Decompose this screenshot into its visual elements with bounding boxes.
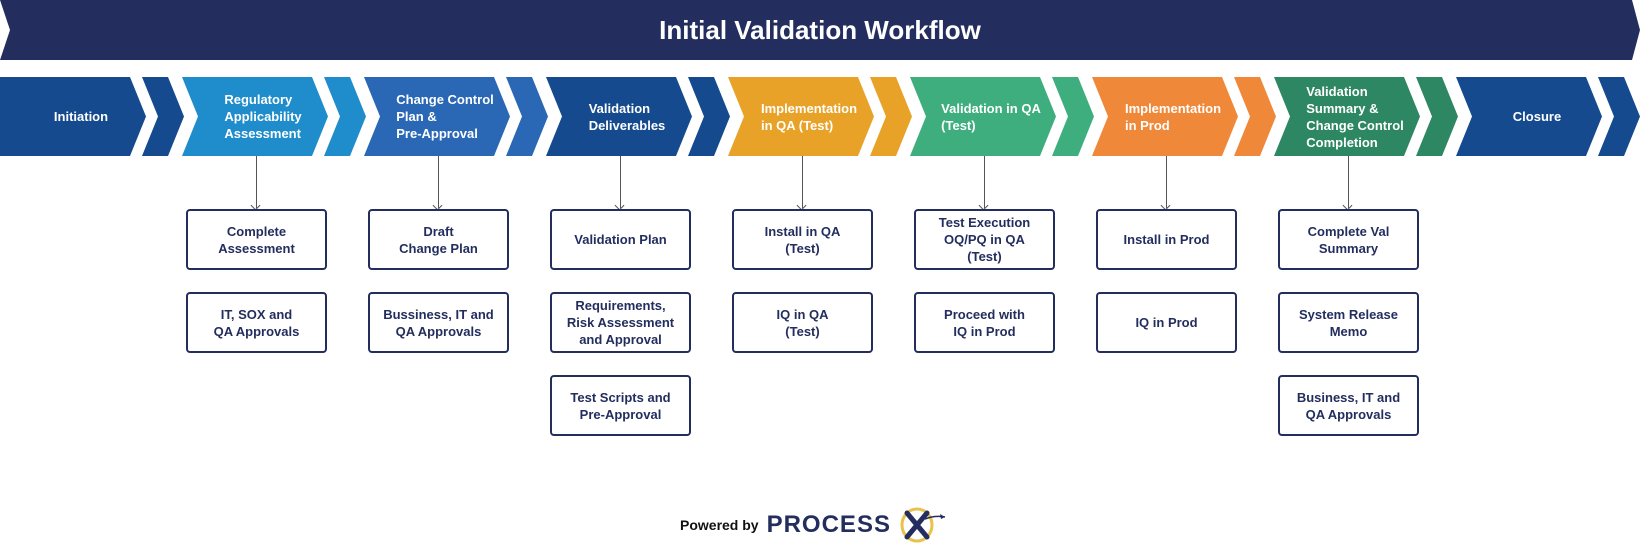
task-label: Install in Prod — [1123, 232, 1210, 247]
chevron-arrow-icon — [364, 77, 548, 156]
stage-label: Initiation — [53, 109, 109, 124]
task-label: Bussiness, IT and QA Approvals — [383, 306, 494, 339]
task-label: Test Scripts and Pre-Approval — [570, 389, 671, 422]
stage-chevron: Validation Deliverables — [546, 77, 732, 156]
task-box: Complete Val Summary — [1278, 209, 1419, 270]
process-x-logo-icon — [900, 507, 946, 543]
task-box: Bussiness, IT and QA Approvals — [368, 292, 509, 353]
task-label: IQ in QA (Test) — [776, 306, 829, 339]
down-arrow-connector — [256, 156, 257, 208]
stage-chevron: Validation in QA (Test) — [910, 77, 1096, 156]
task-box: Proceed with IQ in Prod — [914, 292, 1055, 353]
down-arrow-connector — [1166, 156, 1167, 208]
stage-chevron: Implementation in Prod — [1092, 77, 1278, 156]
stage-chevron: Closure — [1456, 77, 1640, 156]
stage-label-wrap: Implementation in QA (Test) — [744, 77, 874, 156]
footer: Powered by PROCESS — [680, 505, 947, 545]
task-label: Requirements, Risk Assessment and Approv… — [566, 298, 675, 347]
stage-label-wrap: Closure — [1472, 77, 1602, 156]
task-label: System Release Memo — [1298, 306, 1398, 339]
chevron-arrow-icon — [1092, 77, 1276, 156]
stage-label: Implementation in QA (Test) — [760, 100, 858, 133]
stage-chevron: Initiation — [0, 77, 186, 156]
task-label: IQ in Prod — [1135, 315, 1198, 330]
task-label: Test Execution OQ/PQ in QA (Test) — [938, 215, 1031, 264]
task-box: Validation Plan — [550, 209, 691, 270]
stage-label: Implementation in Prod — [1124, 100, 1222, 133]
task-label: Complete Assessment — [218, 223, 295, 256]
task-box: IT, SOX and QA Approvals — [186, 292, 327, 353]
task-box: IQ in QA (Test) — [732, 292, 873, 353]
task-label: Complete Val Summary — [1307, 223, 1390, 256]
task-label: Install in QA (Test) — [764, 223, 841, 256]
chevron-arrow-icon — [182, 77, 366, 156]
powered-by-label: Powered by — [680, 517, 759, 533]
stage-label: Validation Summary & Change Control Comp… — [1306, 83, 1404, 150]
task-box: System Release Memo — [1278, 292, 1419, 353]
stage-label: Validation in QA (Test) — [941, 100, 1041, 133]
stage-chevron: Regulatory Applicability Assessment — [182, 77, 368, 156]
task-box: Install in QA (Test) — [732, 209, 873, 270]
stage-label-wrap: Validation Summary & Change Control Comp… — [1290, 77, 1420, 156]
page-title: Initial Validation Workflow — [659, 15, 981, 45]
stage-label-wrap: Initiation — [16, 77, 146, 156]
stage-label-wrap: Change Control Plan & Pre-Approval — [380, 77, 510, 156]
chevron-arrow-icon — [546, 77, 730, 156]
stage-label: Closure — [1512, 109, 1562, 124]
stage-label-wrap: Regulatory Applicability Assessment — [198, 77, 328, 156]
down-arrow-connector — [984, 156, 985, 208]
chevron-arrow-icon — [1274, 77, 1458, 156]
stage-label-wrap: Validation in QA (Test) — [926, 77, 1056, 156]
task-box: Install in Prod — [1096, 209, 1237, 270]
stage-label-wrap: Validation Deliverables — [562, 77, 692, 156]
task-label: Draft Change Plan — [399, 223, 478, 256]
task-box: Draft Change Plan — [368, 209, 509, 270]
chevron-arrow-icon — [1456, 77, 1640, 156]
chevron-arrow-icon — [728, 77, 912, 156]
stage-label: Change Control Plan & Pre-Approval — [396, 92, 494, 141]
stage-chevron: Validation Summary & Change Control Comp… — [1274, 77, 1460, 156]
stage-label: Regulatory Applicability Assessment — [224, 92, 302, 141]
task-box: Test Scripts and Pre-Approval — [550, 375, 691, 436]
task-box: Test Execution OQ/PQ in QA (Test) — [914, 209, 1055, 270]
task-box: Requirements, Risk Assessment and Approv… — [550, 292, 691, 353]
down-arrow-connector — [620, 156, 621, 208]
task-label: Proceed with IQ in Prod — [944, 306, 1025, 339]
title-banner — [0, 0, 1640, 60]
task-label: Validation Plan — [574, 232, 667, 247]
down-arrow-connector — [802, 156, 803, 208]
task-label: Business, IT and QA Approvals — [1296, 389, 1401, 422]
task-label: IT, SOX and QA Approvals — [213, 306, 300, 339]
stage-chevron: Change Control Plan & Pre-Approval — [364, 77, 550, 156]
down-arrow-connector — [438, 156, 439, 208]
task-box: Complete Assessment — [186, 209, 327, 270]
task-box: Business, IT and QA Approvals — [1278, 375, 1419, 436]
stage-chevron: Implementation in QA (Test) — [728, 77, 914, 156]
chevron-arrow-icon — [910, 77, 1094, 156]
brand-logo-text: PROCESS — [766, 511, 891, 538]
stage-label-wrap: Implementation in Prod — [1108, 77, 1238, 156]
task-box: IQ in Prod — [1096, 292, 1237, 353]
stage-label: Validation Deliverables — [588, 100, 666, 133]
chevron-arrow-icon — [0, 77, 184, 156]
down-arrow-connector — [1348, 156, 1349, 208]
